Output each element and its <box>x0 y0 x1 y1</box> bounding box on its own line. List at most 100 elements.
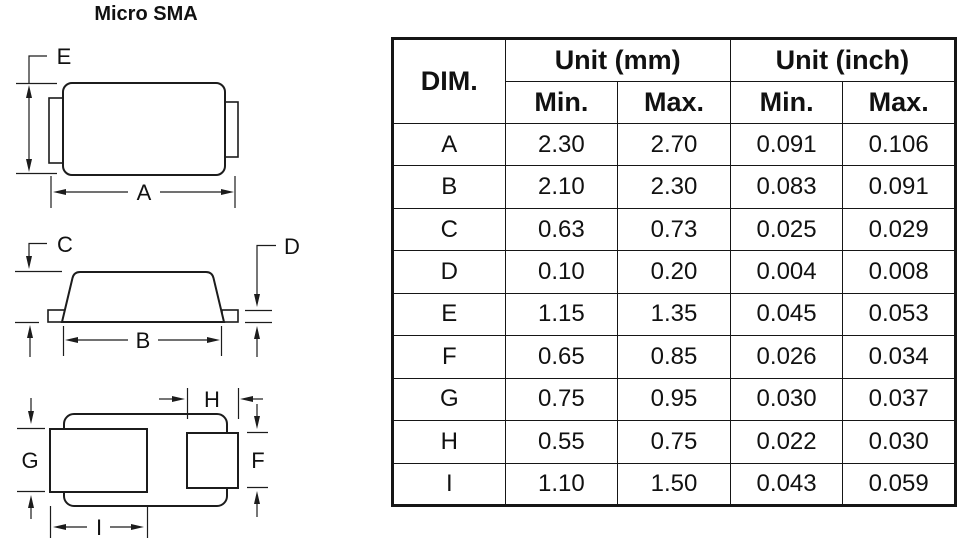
arrowhead <box>207 337 220 343</box>
dim-e-leader <box>28 55 47 84</box>
mm-min-cell: 1.10 <box>504 462 619 506</box>
arrowhead <box>172 396 185 402</box>
dim-label-c: C <box>57 232 73 257</box>
mm-max-cell: 0.20 <box>617 250 731 294</box>
arrowhead <box>26 85 32 98</box>
table-header-mm-max: Max. <box>617 81 731 124</box>
arrowhead <box>26 256 32 269</box>
dim-cell: B <box>392 165 506 209</box>
mm-max-cell: 0.95 <box>617 377 731 422</box>
arrowhead <box>254 326 260 339</box>
dim-label-h: H <box>204 387 220 412</box>
arrowhead <box>27 325 33 338</box>
table-header-dim: DIM. <box>392 38 506 124</box>
arrowhead <box>26 159 32 172</box>
inch-max-cell: 0.029 <box>842 207 956 252</box>
top-view-right-tab <box>223 101 239 158</box>
side-view-drawing: C D B <box>15 232 300 357</box>
inch-max-cell: 0.106 <box>842 122 956 167</box>
table-row: E 1.15 1.35 0.045 0.053 <box>392 292 956 337</box>
mm-min-cell: 2.30 <box>504 122 619 167</box>
inch-min-cell: 0.004 <box>729 250 844 294</box>
mm-max-cell: 1.35 <box>617 292 731 337</box>
inch-min-cell: 0.045 <box>729 292 844 337</box>
dim-label-i: I <box>96 515 102 540</box>
mm-min-cell: 0.65 <box>504 335 619 379</box>
mm-max-cell: 0.75 <box>617 420 731 464</box>
inch-max-cell: 0.008 <box>842 250 956 294</box>
dim-cell: H <box>392 420 506 464</box>
mm-min-cell: 0.10 <box>504 250 619 294</box>
arrowhead <box>240 396 253 402</box>
dim-cell: C <box>392 207 506 252</box>
bottom-view-right-pad <box>186 432 239 489</box>
table-header-inch-min: Min. <box>729 81 844 124</box>
dim-cell: A <box>392 122 506 167</box>
inch-min-cell: 0.083 <box>729 165 844 209</box>
inch-min-cell: 0.022 <box>729 420 844 464</box>
arrowhead <box>53 189 66 195</box>
dim-cell: D <box>392 250 506 294</box>
arrowhead <box>53 524 66 530</box>
table-row: B 2.10 2.30 0.083 0.091 <box>392 165 956 209</box>
dim-cell: I <box>392 462 506 506</box>
top-view-drawing: E A <box>16 44 239 208</box>
mm-max-cell: 2.30 <box>617 165 731 209</box>
dim-cell: E <box>392 292 506 337</box>
inch-min-cell: 0.025 <box>729 207 844 252</box>
dim-d-leader <box>256 244 276 296</box>
table-row: H 0.55 0.75 0.022 0.030 <box>392 420 956 464</box>
table-row: D 0.10 0.20 0.004 0.008 <box>392 250 956 294</box>
dim-label-f: F <box>251 448 264 473</box>
arrowhead <box>28 495 34 508</box>
dim-label-d: D <box>284 234 300 259</box>
table-header-unit-mm: Unit (mm) <box>504 38 731 82</box>
arrowhead <box>28 411 34 424</box>
dim-c-leader <box>28 242 47 258</box>
mm-max-cell: 2.70 <box>617 122 731 167</box>
inch-min-cell: 0.091 <box>729 122 844 167</box>
table-row: I 1.10 1.50 0.043 0.059 <box>392 462 956 506</box>
arrowhead <box>254 294 260 307</box>
arrowhead <box>221 189 234 195</box>
inch-min-cell: 0.026 <box>729 335 844 379</box>
inch-min-cell: 0.030 <box>729 377 844 422</box>
dim-label-e: E <box>57 44 72 69</box>
dim-label-a: A <box>137 180 152 205</box>
dim-cell: F <box>392 335 506 379</box>
table-header-mm-min: Min. <box>504 81 619 124</box>
inch-max-cell: 0.037 <box>842 377 956 422</box>
arrowhead <box>65 337 78 343</box>
inch-max-cell: 0.030 <box>842 420 956 464</box>
arrowhead <box>131 524 144 530</box>
inch-max-cell: 0.053 <box>842 292 956 337</box>
mm-min-cell: 0.55 <box>504 420 619 464</box>
inch-min-cell: 0.043 <box>729 462 844 506</box>
bottom-view-drawing: H G F I <box>17 387 268 540</box>
inch-max-cell: 0.034 <box>842 335 956 379</box>
mm-min-cell: 2.10 <box>504 165 619 209</box>
inch-max-cell: 0.059 <box>842 462 956 506</box>
top-view-body <box>62 82 226 176</box>
side-view-body <box>60 271 226 323</box>
table-row: G 0.75 0.95 0.030 0.037 <box>392 377 956 422</box>
mm-max-cell: 1.50 <box>617 462 731 506</box>
dim-label-g: G <box>21 448 38 473</box>
dimensions-table: DIM. Unit (mm) Unit (inch) Min. Max. Min… <box>391 37 957 507</box>
table-row: C 0.63 0.73 0.025 0.029 <box>392 207 956 252</box>
table-header-inch-max: Max. <box>842 81 956 124</box>
table-row: F 0.65 0.85 0.026 0.034 <box>392 335 956 379</box>
inch-max-cell: 0.091 <box>842 165 956 209</box>
mm-min-cell: 1.15 <box>504 292 619 337</box>
mm-min-cell: 0.75 <box>504 377 619 422</box>
table-row: A 2.30 2.70 0.091 0.106 <box>392 122 956 167</box>
mm-max-cell: 0.73 <box>617 207 731 252</box>
arrowhead <box>254 491 260 504</box>
mm-max-cell: 0.85 <box>617 335 731 379</box>
dim-cell: G <box>392 377 506 422</box>
package-title: Micro SMA <box>94 3 198 25</box>
arrowhead <box>254 416 260 429</box>
dim-label-b: B <box>136 328 151 353</box>
mm-min-cell: 0.63 <box>504 207 619 252</box>
